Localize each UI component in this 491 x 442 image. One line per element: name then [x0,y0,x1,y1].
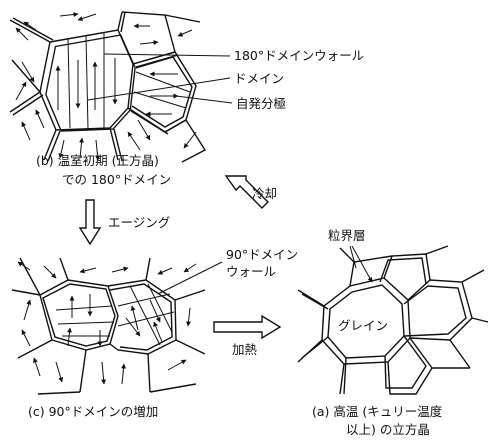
label-180-domain-wall: 180°ドメインウォール [234,48,365,63]
caption-panel-b-line2: での 180°ドメイン [62,172,172,187]
heating-arrow [213,314,282,340]
label-cooling: 冷却 [252,186,278,201]
panel-a-grains [297,245,489,395]
label-90-domain-wall-line2: ウォール [226,264,277,279]
label-spontaneous-polarization: 自発分極 [236,96,287,111]
caption-panel-a-line1: (a) 高温 (キュリー温度 [312,404,443,419]
panel-c-wall-leader [157,261,223,295]
panel-b-domain-walls [67,32,191,130]
aging-arrow [78,199,102,246]
panel-c-domain-walls [55,283,175,346]
panel-c-grains [11,257,206,395]
panel-b-polarization-arrows [15,12,197,161]
caption-panel-a-line2: 以上) の立方晶 [346,422,430,437]
label-domain: ドメイン [234,71,285,86]
panel-b-leaders [87,53,233,104]
label-90-domain-wall-line1: 90°ドメイン [226,247,299,262]
label-grain-boundary-layer: 粒界層 [328,228,366,243]
panel-a-boundary-leader [351,245,373,283]
panel-a-boundary-leader-2 [349,245,357,269]
panel-b-grains [9,11,206,163]
cooling-arrow [224,175,269,209]
caption-panel-c: (c) 90°ドメインの増加 [28,404,159,419]
panel-c-polarization-arrows [17,261,197,385]
caption-panel-b-line1: (b) 温室初期 (正方晶) [36,153,159,168]
label-heating: 加熱 [232,342,258,357]
label-aging: エージング [108,215,171,230]
label-grain: グレイン [338,318,389,333]
